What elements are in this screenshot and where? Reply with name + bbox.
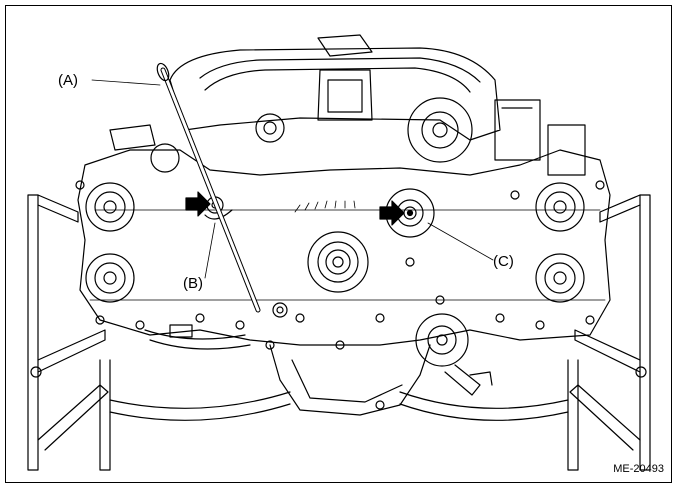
water-pump xyxy=(415,313,493,396)
lower-harness xyxy=(144,324,251,350)
right-cam-sprocket-lower xyxy=(535,253,585,303)
callout-c: (C) xyxy=(493,253,514,270)
reference-code: ME-20493 xyxy=(613,463,664,475)
arrow-b xyxy=(185,191,211,217)
right-cam-sprocket-upper xyxy=(535,182,585,232)
callout-a: (A) xyxy=(58,72,78,89)
callout-b: (B) xyxy=(183,275,203,292)
lower-tubes xyxy=(109,391,569,421)
top-right-component xyxy=(407,97,586,176)
bolt-heads xyxy=(75,180,605,410)
crankshaft-sprocket xyxy=(307,231,369,293)
left-cam-sprocket-upper xyxy=(85,182,135,232)
left-cam-sprocket-lower xyxy=(85,253,135,303)
oil-pan xyxy=(269,344,431,416)
intake-manifold xyxy=(169,34,501,141)
oil-level-gauge xyxy=(156,62,288,318)
timing-marks xyxy=(294,200,356,213)
right-support-frame xyxy=(567,194,651,471)
top-left-component xyxy=(109,113,285,173)
leader-lines xyxy=(91,79,494,279)
arrow-c xyxy=(379,200,405,226)
figure-frame xyxy=(5,5,672,483)
engine-block xyxy=(77,149,611,346)
left-support-frame xyxy=(27,194,111,471)
